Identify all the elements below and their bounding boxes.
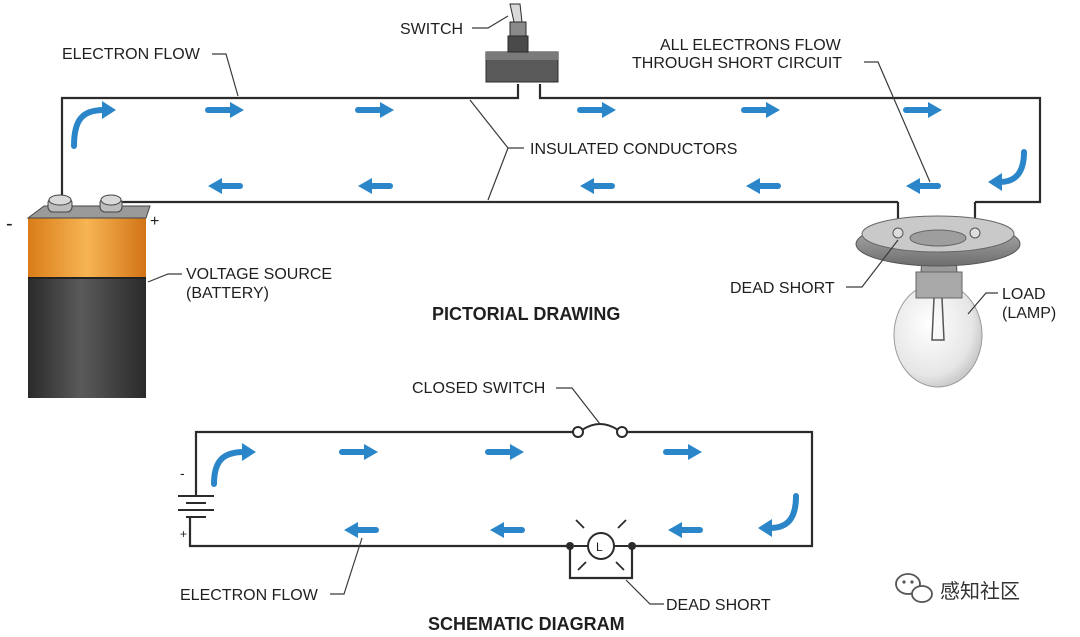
label-lamp-l: L	[596, 540, 603, 554]
schematic-arrow-bottom-3	[344, 522, 379, 538]
label-voltage-source-1: VOLTAGE SOURCE	[186, 266, 332, 283]
flow-arrow-top-3	[355, 102, 394, 118]
leader-dead-short-bottom	[625, 579, 664, 605]
flow-arrow-top-4	[577, 102, 616, 118]
flow-arrow-bottom-4	[358, 178, 393, 194]
flow-arrow-top-6	[903, 102, 942, 118]
leader-voltage-source	[147, 273, 182, 283]
lamp-icon	[855, 215, 1021, 388]
label-load-2: (LAMP)	[1002, 305, 1056, 322]
flow-arrow-top-1	[71, 101, 116, 149]
schematic-wire-bottom	[188, 516, 570, 548]
battery-icon	[26, 194, 151, 398]
label-insulated-conductors: INSULATED CONDUCTORS	[530, 141, 737, 158]
schematic-arrow-curve-left	[211, 443, 256, 487]
schematic-arrow-top-2	[485, 444, 524, 460]
label-closed-switch: CLOSED SWITCH	[412, 380, 545, 397]
flow-arrow-top-2	[205, 102, 244, 118]
label-battery-minus: -	[6, 213, 13, 235]
wechat-logo-icon	[895, 573, 933, 603]
schematic-arrow-top-3	[663, 444, 702, 460]
schematic-wire-top	[194, 430, 814, 548]
title-schematic-diagram: SCHEMATIC DIAGRAM	[428, 614, 625, 634]
leader-all-electrons	[864, 61, 931, 183]
lamp-symbol-icon	[566, 519, 636, 571]
leader-electron-flow-top	[212, 53, 239, 97]
leader-dead-short-top	[846, 239, 899, 288]
top-conductor-left	[60, 84, 520, 206]
schematic-arrow-bottom-2	[490, 522, 525, 538]
label-schematic-minus: -	[180, 465, 185, 481]
flow-arrow-bottom-2	[746, 178, 781, 194]
label-load-1: LOAD	[1002, 286, 1046, 303]
flow-arrow-bottom-3	[580, 178, 615, 194]
leader-switch	[472, 15, 509, 29]
label-electron-flow-bottom: ELECTRON FLOW	[180, 587, 319, 604]
schematic-arrow-top-1	[339, 444, 378, 460]
flow-arrow-bottom-1	[906, 178, 941, 194]
bottom-conductor	[108, 200, 898, 206]
leader-insulated-lower	[487, 147, 509, 201]
label-all-electrons-1: ALL ELECTRONS FLOW	[660, 37, 842, 54]
flow-arrow-right-curve	[988, 149, 1027, 191]
flow-arrow-bottom-5	[208, 178, 243, 194]
label-battery-plus: +	[150, 213, 159, 230]
label-electron-flow-top: ELECTRON FLOW	[62, 46, 201, 63]
title-pictorial-drawing: PICTORIAL DRAWING	[432, 304, 620, 324]
watermark-text: 感知社区	[940, 579, 1020, 603]
label-dead-short-bottom: DEAD SHORT	[666, 597, 771, 614]
label-voltage-source-2: (BATTERY)	[186, 285, 269, 302]
leader-load	[967, 292, 998, 315]
switch-icon	[485, 3, 559, 83]
leader-closed-switch	[556, 387, 601, 425]
schematic-arrow-curve-right	[758, 493, 799, 537]
top-conductor-right	[538, 84, 1042, 204]
flow-arrow-top-5	[741, 102, 780, 118]
label-dead-short-top: DEAD SHORT	[730, 280, 835, 297]
label-switch: SWITCH	[400, 21, 463, 38]
label-all-electrons-2: THROUGH SHORT CIRCUIT	[632, 55, 842, 72]
schematic-arrow-bottom-1	[668, 522, 703, 538]
closed-switch-icon	[572, 423, 628, 438]
leader-electron-flow-bottom	[330, 537, 363, 595]
schematic-short-wire	[568, 546, 634, 580]
label-schematic-plus: +	[180, 527, 187, 541]
leader-insulated-upper	[469, 99, 524, 149]
battery-symbol-icon	[178, 494, 214, 518]
